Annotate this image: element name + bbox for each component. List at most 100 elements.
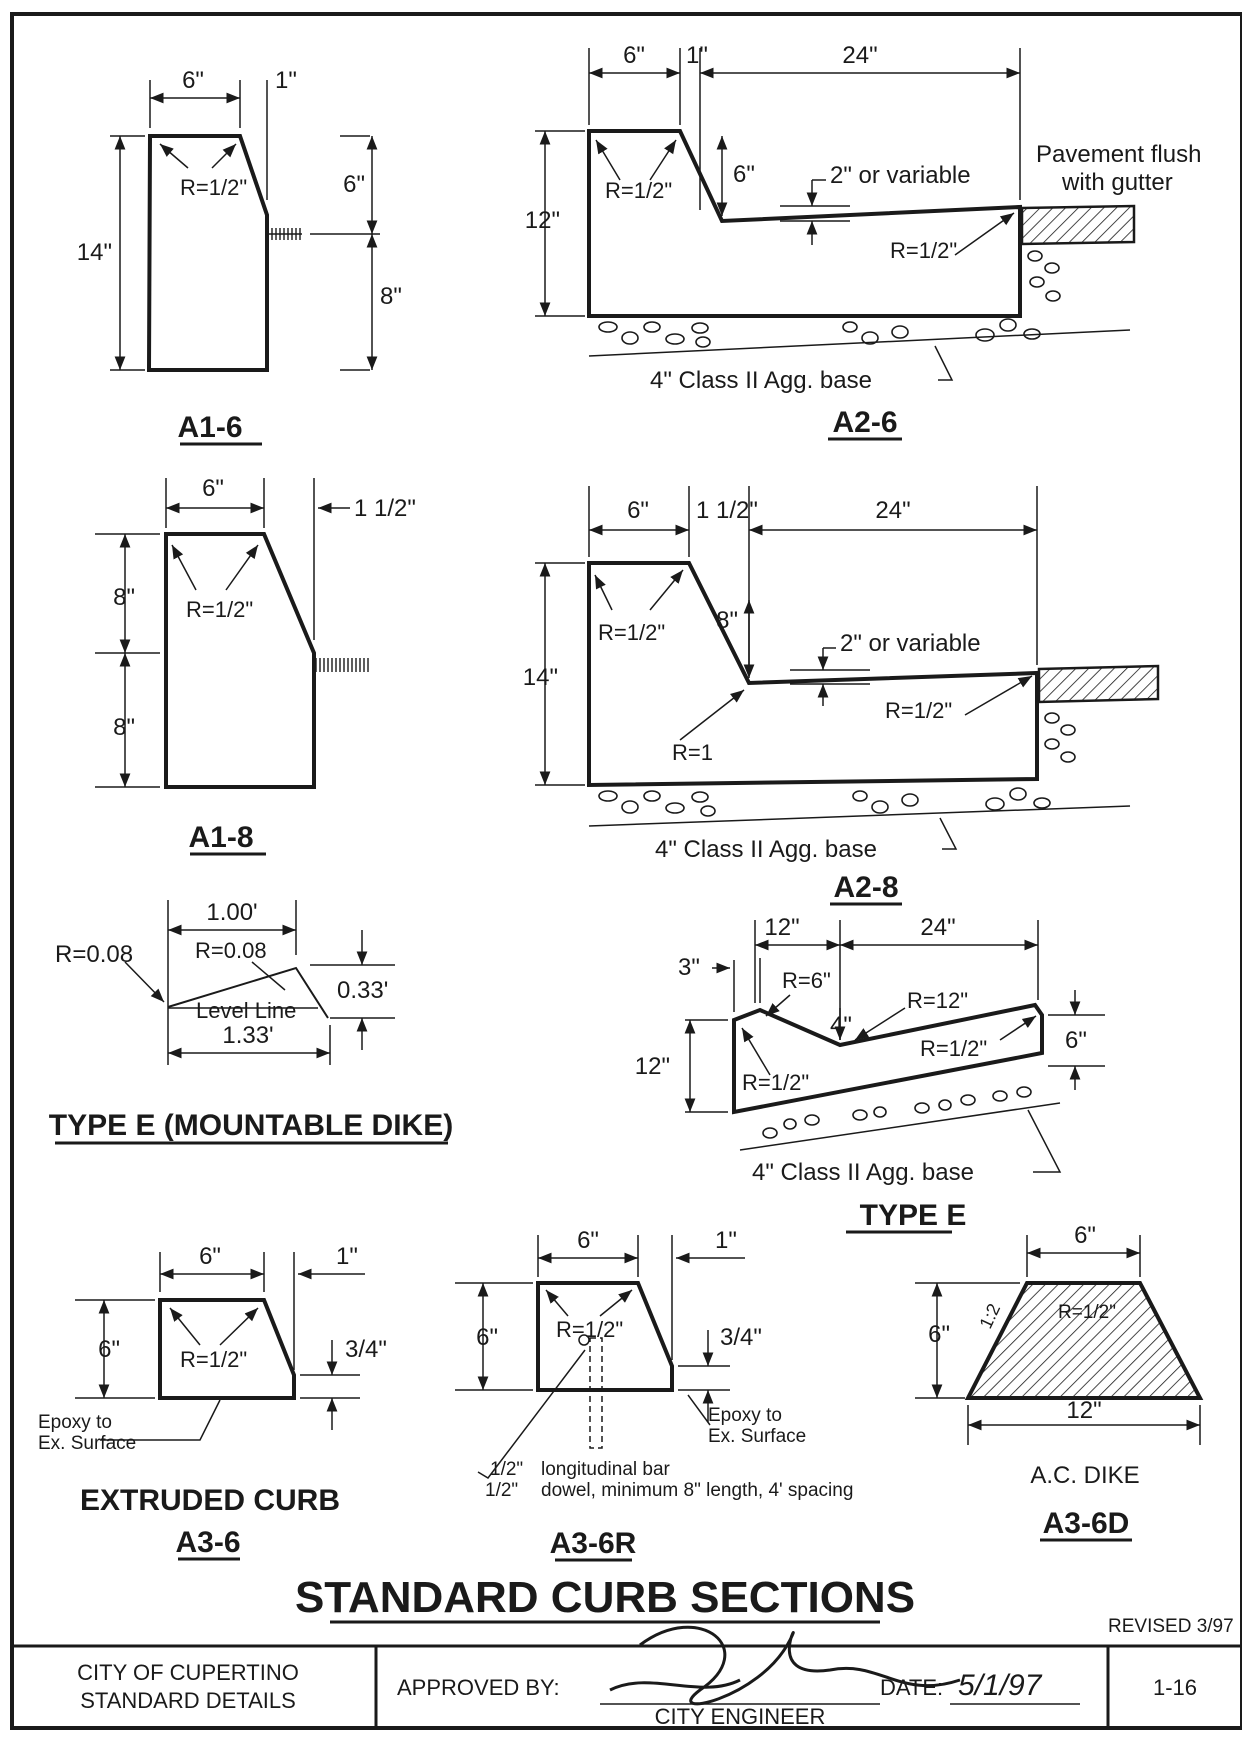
city-engineer-label: CITY ENGINEER [655,1704,826,1729]
curb-profile [587,561,1039,788]
standard-details-label: STANDARD DETAILS [80,1688,296,1713]
curb-profile [536,1281,674,1392]
dim-width-1-33: 1.33' [222,1022,273,1049]
dim-width-6: 6" [202,475,224,502]
epoxy-note-line1: Epoxy to [38,1412,112,1433]
dowel-note-size: 1/2" [485,1480,518,1501]
detail-a3-6d: 6" 6" 12" R=1/2" 1:2 A.C. DIKE A3-6D [915,1222,1204,1542]
level-line-label: Level Line [196,998,296,1023]
dim-height-8: 8" [716,607,738,634]
dim-height-3-4: 3/4" [345,1336,387,1363]
radius-label-6: R=6" [782,968,831,993]
detail-title: A2-6 [832,406,897,439]
detail-title: A3-6D [1043,1507,1130,1540]
radius-label: R=1/2" [556,1317,623,1342]
dim-width-3: 3" [678,954,700,981]
dim-height-14: 14" [77,239,112,266]
dim-variable: 2" or variable [840,630,981,657]
pavement-hatch [1037,664,1160,704]
dim-height-3-4: 3/4" [720,1324,762,1351]
radius-label-1: R=1/2" [598,620,665,645]
dim-width-24: 24" [842,42,877,69]
curb-profile [146,134,269,372]
radius-label: R=1/2" [180,1347,247,1372]
detail-extruded-curb-a3-6: 6" 1" 6" 3/4" R=1/2" Epoxy to Ex. Surfac… [38,1243,387,1561]
sheet-border [10,12,1242,1730]
radius-label-2: R=1/2" [890,238,957,263]
detail-title-line1: EXTRUDED CURB [80,1484,340,1517]
dim-height-6: 6" [98,1336,120,1363]
agg-base-note: 4" Class II Agg. base [752,1159,974,1186]
pavement-note-line2: with gutter [1061,169,1173,196]
detail-type-e: 12" 24" 3" 12" 6" 4" R=6" R=12" R=1/2" R… [635,914,1105,1234]
dim-height-6: 6" [343,171,365,198]
radius-label-half-right: R=1/2" [920,1036,987,1061]
radius-label-2: R=1/2" [885,698,952,723]
dim-width-1: 1" [336,1243,358,1270]
bar-note-size: 1/2" [490,1459,523,1480]
agg-base-note: 4" Class II Agg. base [655,836,877,863]
aggregate-base [598,712,1076,817]
ac-dike-profile [964,1281,1204,1400]
dim-height-8: 8" [380,283,402,310]
dim-height-12: 12" [635,1053,670,1080]
dim-height-6: 6" [1065,1027,1087,1054]
dim-width-1: 1" [686,42,708,69]
dim-width-1: 1" [275,67,297,94]
dim-height-8-top: 8" [113,584,135,611]
radius-label-3: R=1 [672,740,713,765]
radius-label: R=1/2" [1058,1302,1116,1323]
dim-width-6: 6" [182,67,204,94]
pavement-note-line1: Pavement flush [1036,141,1201,168]
radius-label: R=1/2" [186,597,253,622]
approved-by-label: APPROVED BY: [397,1675,560,1700]
dim-width-6: 6" [577,1227,599,1254]
title-block: CITY OF CUPERTINO STANDARD DETAILS APPRO… [12,1644,1242,1729]
detail-a1-8: 6" 1 1/2" 8" 8" R=1/2" A1-8 [95,475,416,856]
slope-label: 1:2 [975,1301,1004,1332]
radius-label-12: R=12" [907,988,968,1013]
detail-subtitle: A.C. DIKE [1030,1462,1139,1489]
detail-title: TYPE E [860,1199,967,1232]
detail-a1-6: 6" 1" 14" 6" 8" R=1/2" A1-6 [77,67,402,446]
dim-height-8-bottom: 8" [113,714,135,741]
radius-label-inner: R=0.08 [195,938,267,963]
dim-width-1-5: 1 1/2" [696,497,758,524]
detail-a2-6: 6" 1" 24" 12" 6" 2" or variable R=1/2" R… [525,42,1201,441]
sheet-number: 1-16 [1153,1675,1197,1700]
dim-height-0-33: 0.33' [337,977,388,1004]
revised-note: REVISED 3/97 [1108,1616,1234,1637]
dim-variable: 2" or variable [830,162,971,189]
aggregate-base [762,1086,1032,1139]
curb-profile [732,1002,1044,1115]
detail-title: A3-6R [550,1527,637,1560]
dim-width-1-00: 1.00' [206,899,257,926]
detail-title: A1-6 [177,411,242,444]
curb-profile [164,532,316,789]
dim-width-6: 6" [623,42,645,69]
dim-width-6: 6" [627,497,649,524]
detail-a2-8: 6" 1 1/2" 24" 14" 8" 2" or variable R=1/… [523,486,1160,906]
detail-type-e-mountable-dike: 1.00' 1.33' 0.33' R=0.08 R=0.08 Level Li… [49,899,453,1145]
dim-height-14: 14" [523,664,558,691]
detail-a3-6r: 6" 1" 6" 3/4" R=1/2" Epoxy to Ex. Surfac… [455,1227,853,1562]
epoxy-note-line1: Epoxy to [708,1405,782,1426]
dim-width-12: 12" [1066,1397,1101,1424]
dim-width-1: 1" [715,1227,737,1254]
pavement-hatch [1020,204,1136,246]
date-label: DATE: [880,1675,943,1700]
dim-width-6: 6" [199,1243,221,1270]
epoxy-note-line2: Ex. Surface [38,1433,136,1454]
date-value: 5/1/97 [958,1669,1043,1702]
radius-label: R=1/2" [180,175,247,200]
dim-width-1-5: 1 1/2" [354,495,416,522]
curb-profile [587,129,1022,318]
dim-width-24: 24" [875,497,910,524]
city-name: CITY OF CUPERTINO [77,1660,299,1685]
radius-label-half-left: R=1/2" [742,1070,809,1095]
bar-note-text: longitudinal bar [541,1459,671,1480]
detail-title: A2-8 [833,871,898,904]
dowel-note-text: dowel, minimum 8" length, 4' spacing [541,1480,853,1501]
